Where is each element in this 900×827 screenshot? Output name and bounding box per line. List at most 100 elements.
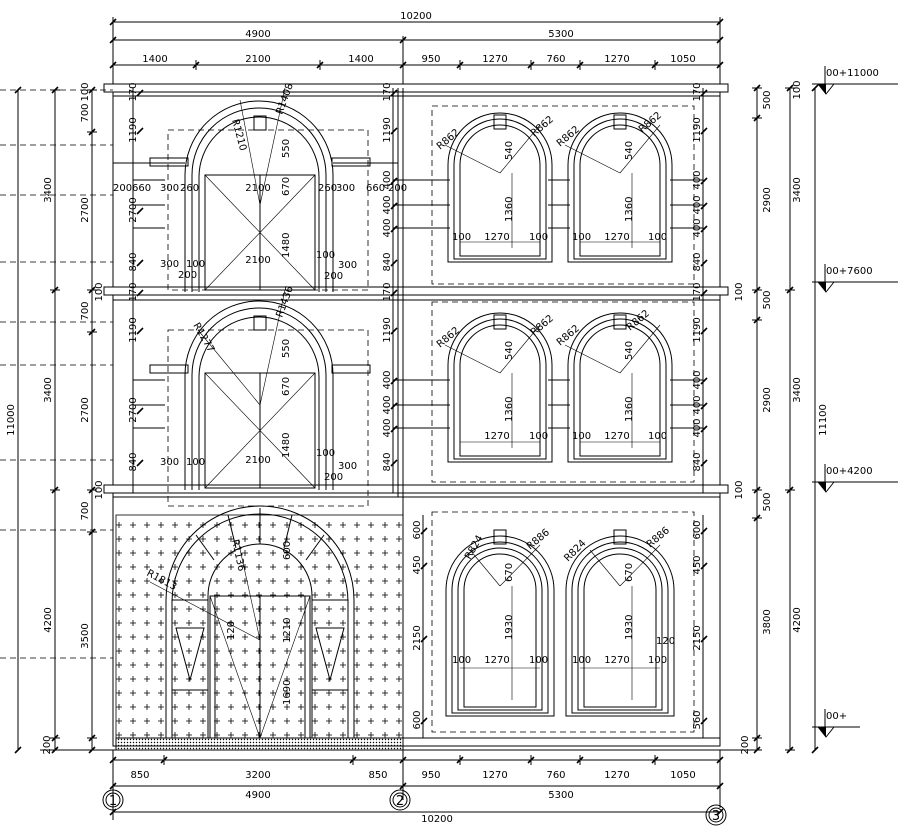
dim-right-part: 500 xyxy=(762,90,773,109)
door-pier: 660 xyxy=(132,183,151,194)
door-gap: 100 xyxy=(186,457,205,468)
arched-window xyxy=(564,112,673,263)
ground-window-labels: R824 R886 R824 R886 670 670 1930 1930 12… xyxy=(452,525,675,666)
col-dim-label: 400 xyxy=(382,395,393,414)
door-base: 200 xyxy=(178,270,197,281)
dim-left-overall: 11000 xyxy=(6,404,17,436)
dim-bottom-seg: 1270 xyxy=(604,770,629,781)
col-dim-label: 840 xyxy=(128,252,139,271)
dim-bottom-overall: 10200 xyxy=(421,814,453,825)
window-radius: R862 xyxy=(555,323,582,348)
dim-right-part: 2900 xyxy=(762,387,773,412)
keystone xyxy=(613,314,627,330)
level-second: 00+4200 xyxy=(826,466,873,477)
ground-window-top: 670 xyxy=(624,563,635,582)
col-dim-label: 2700 xyxy=(128,397,139,422)
dim-top-seg: 950 xyxy=(421,54,440,65)
dim-right-part: 2900 xyxy=(762,187,773,212)
door-inner: 670 xyxy=(281,177,292,196)
dim-left-part: 700 xyxy=(80,103,91,122)
entry-low: 1690 xyxy=(282,680,293,705)
keystone xyxy=(493,314,507,330)
door-arch: 550 xyxy=(281,339,292,358)
level-roof: 00+11000 xyxy=(826,68,879,79)
col-dim-label: 840 xyxy=(128,452,139,471)
dim-right-floor: 4200 xyxy=(792,607,803,632)
col-dim-label: 1190 xyxy=(692,117,703,142)
ground-window-top: 670 xyxy=(504,563,515,582)
door-side: 300 xyxy=(336,183,355,194)
door-height: 1480 xyxy=(281,433,292,458)
ground-arched-window xyxy=(565,529,675,717)
dim-right-part: 200 xyxy=(740,735,751,754)
dim-bottom-left-total: 4900 xyxy=(245,790,270,801)
window-side: 100 xyxy=(529,232,548,243)
col-dim-label: 560 xyxy=(692,710,703,729)
entry-mid: 1210 xyxy=(282,618,293,643)
dim-left-floor: 3400 xyxy=(43,377,54,402)
window-width: 1270 xyxy=(604,431,629,442)
window-height: 1360 xyxy=(624,397,635,422)
dim-bottom-seg: 850 xyxy=(368,770,387,781)
col-dim-label: 170 xyxy=(382,282,393,301)
dim-bottom-seg: 1050 xyxy=(670,770,695,781)
dim-top-seg: 1050 xyxy=(670,54,695,65)
col-dim-label: 450 xyxy=(692,555,703,574)
ground-window-width: 1270 xyxy=(484,655,509,666)
window-width: 1270 xyxy=(484,232,509,243)
dim-bottom-seg: 850 xyxy=(130,770,149,781)
axis-bubble xyxy=(102,789,124,811)
door-arch: 550 xyxy=(281,139,292,158)
ground-window-side: 100 xyxy=(452,655,471,666)
col-dim-label: 170 xyxy=(382,82,393,101)
door-base: 200 xyxy=(324,472,343,483)
base-plinth xyxy=(115,737,404,751)
door-width: 2100 xyxy=(245,255,270,266)
col-dim-label: 400 xyxy=(382,170,393,189)
level-third: 00+7600 xyxy=(826,266,873,277)
col-dim-label: 450 xyxy=(412,555,423,574)
dim-right-small: 100 xyxy=(734,480,745,499)
keystone xyxy=(613,114,627,130)
ground-window-width: 1270 xyxy=(604,655,629,666)
window-height: 1360 xyxy=(624,197,635,222)
dim-bottom-seg: 3200 xyxy=(245,770,270,781)
window-height: 1360 xyxy=(504,197,515,222)
level-markers: 00+11000 00+7600 00+4200 00+ xyxy=(812,66,898,738)
dim-left-small: 100 xyxy=(80,82,91,101)
dim-left-part: 2700 xyxy=(80,397,91,422)
roof-cornice xyxy=(103,83,729,93)
door-height: 1480 xyxy=(281,233,292,258)
dim-top-overall: 10200 xyxy=(400,11,432,22)
col-dim-label: 400 xyxy=(382,418,393,437)
axis-bubble xyxy=(389,789,411,811)
col-dim-label: 600 xyxy=(412,710,423,729)
dim-left-part: 700 xyxy=(80,301,91,320)
window-side: 100 xyxy=(572,232,591,243)
door-side: 300 xyxy=(338,260,357,271)
dim-right-floor: 3400 xyxy=(792,177,803,202)
door-pier-l: 260 xyxy=(180,183,199,194)
dim-right-part: 500 xyxy=(762,290,773,309)
ground-window-side: 100 xyxy=(648,655,667,666)
window-width: 1270 xyxy=(604,232,629,243)
door-side: 300 xyxy=(160,259,179,270)
window-height: 1360 xyxy=(504,397,515,422)
dim-right-outer: 11100 xyxy=(818,404,829,436)
dim-right-small: 100 xyxy=(792,80,803,99)
dim-left-floor: 4200 xyxy=(43,607,54,632)
dim-top-seg: 1270 xyxy=(482,54,507,65)
col-dim-label: 2700 xyxy=(128,197,139,222)
dim-top-right-total: 5300 xyxy=(548,29,573,40)
dim-left-part: 3500 xyxy=(80,623,91,648)
arched-window xyxy=(444,112,553,263)
slab-third-floor xyxy=(103,286,729,296)
window-top: 540 xyxy=(504,141,515,160)
right-dimension-chains: 500 2900 500 2900 500 3800 200 3400 3400… xyxy=(734,80,829,754)
window-top: 540 xyxy=(624,141,635,160)
col-dim-label: 2150 xyxy=(692,625,703,650)
entry-arc: 120 xyxy=(226,621,237,640)
door-pier-r: 260 xyxy=(318,183,337,194)
col-dim-label: 1190 xyxy=(382,317,393,342)
